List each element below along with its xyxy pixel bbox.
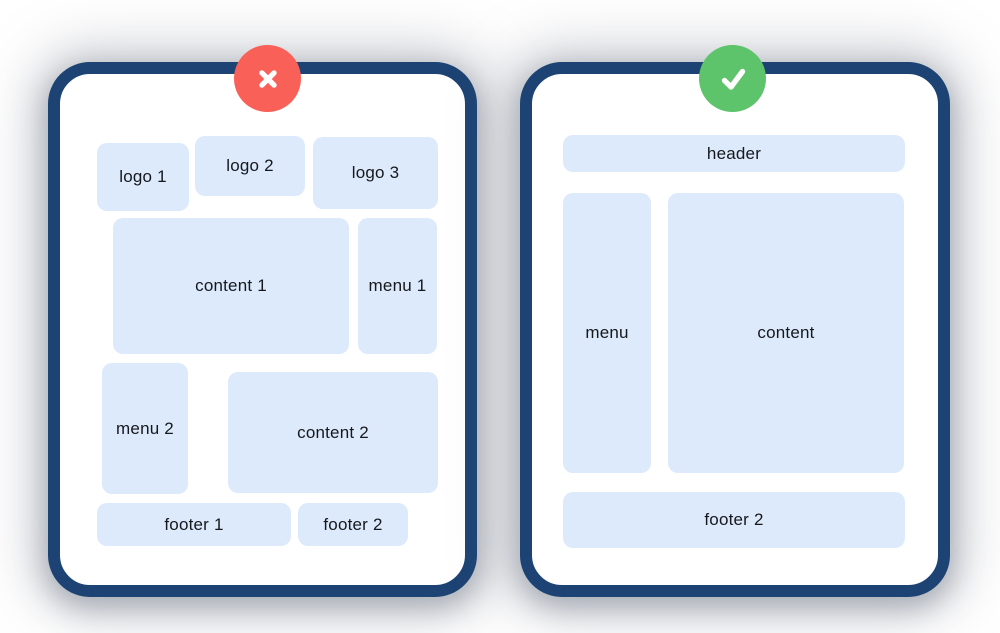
good-layout-panel: header menu content footer 2 — [520, 62, 950, 597]
block-menu-2: menu 2 — [102, 363, 188, 494]
block-footer-1: footer 1 — [97, 503, 291, 546]
block-menu: menu — [563, 193, 651, 473]
block-content: content — [668, 193, 904, 473]
error-badge — [234, 45, 301, 112]
block-content-1: content 1 — [113, 218, 349, 354]
bad-layout-panel: logo 1 logo 2 logo 3 content 1 menu 1 me… — [48, 62, 477, 597]
x-icon — [258, 69, 277, 88]
check-icon — [721, 68, 745, 90]
block-logo-2: logo 2 — [195, 136, 305, 196]
block-header: header — [563, 135, 905, 172]
block-footer-2: footer 2 — [298, 503, 408, 546]
block-logo-1: logo 1 — [97, 143, 189, 211]
success-badge — [699, 45, 766, 112]
block-logo-3: logo 3 — [313, 137, 438, 209]
block-footer-2-good: footer 2 — [563, 492, 905, 548]
block-content-2: content 2 — [228, 372, 438, 493]
block-menu-1: menu 1 — [358, 218, 437, 354]
